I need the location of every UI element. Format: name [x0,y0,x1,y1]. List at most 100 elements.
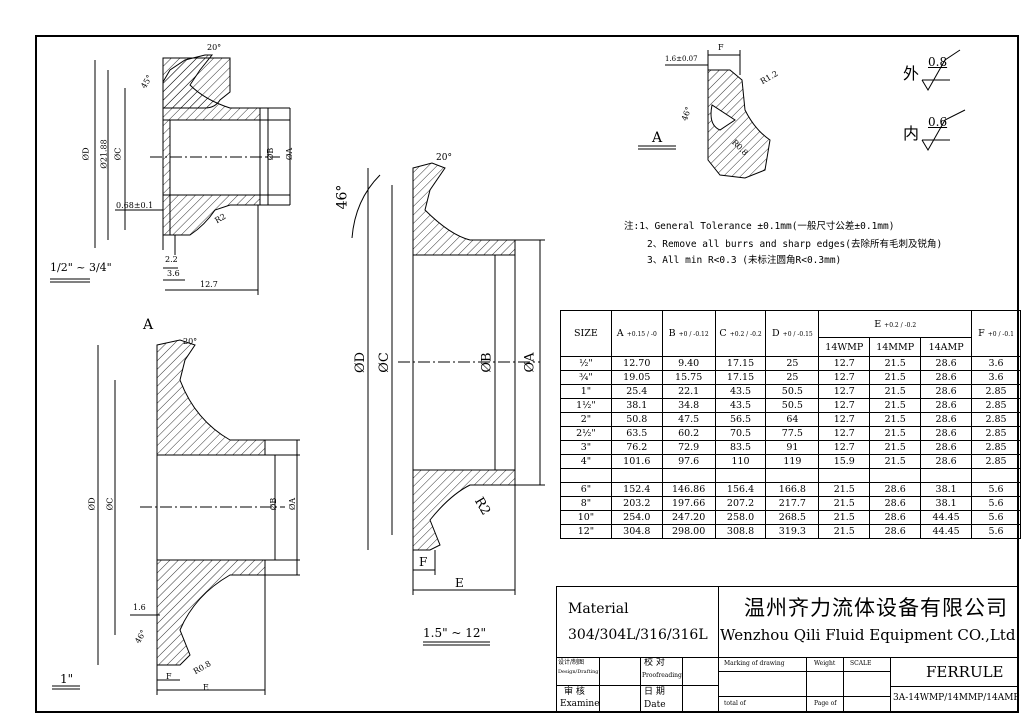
table-cell: 28.6 [920,454,973,469]
table-cell: 2.85 [971,440,1021,455]
table-cell: 28.6 [920,356,973,371]
table-cell: 10" [560,510,612,525]
table-cell: 4" [560,454,612,469]
table-cell: 70.5 [714,426,767,441]
table-cell: 21.5 [869,384,922,399]
table-cell: 15.9 [818,454,871,469]
dim-22-label: 2.2 [165,255,178,264]
table-cell: 146.86 [661,482,716,497]
table-cell: 28.6 [869,496,922,511]
table-cell [920,468,973,483]
angle-20-one-inch: 20° [183,337,198,346]
phi-d-large: ØD [353,351,369,374]
table-cell [971,468,1021,483]
outer-roughness-value: 0.8 [928,55,948,69]
header-f-tol: +0 / -0.1 [987,331,1014,338]
one-inch-ferrule-view [97,339,300,695]
table-cell: 34.8 [661,398,716,413]
table-cell: 2.85 [971,398,1021,413]
table-cell: 22.1 [661,384,716,399]
phi-a-large: ØA [522,352,538,373]
small-ferrule-view [94,54,291,295]
table-cell: 12.7 [818,426,871,441]
header-e-14amp: 14AMP [920,337,973,357]
table-cell: 28.6 [869,510,922,525]
table-cell: 38.1 [920,496,973,511]
table-cell: 2.85 [971,384,1021,399]
header-f-label: F [978,328,985,339]
table-cell: 5.6 [971,496,1021,511]
material-value: 304/304L/316/316L [568,627,708,643]
header-b-label: B [668,328,676,339]
table-cell: 110 [714,454,767,469]
table-cell [560,468,612,483]
material-label: Material [568,601,629,617]
large-ferrule-view [351,162,545,595]
company-name-en: Wenzhou Qili Fluid Equipment CO.,Ltd [720,626,1016,644]
angle-20-large: 20° [436,153,452,163]
header-size: SIZE [560,310,612,357]
table-cell [661,468,716,483]
table-cell: 28.6 [920,412,973,427]
header-d: D +0 / -0.15 [765,310,820,357]
table-cell: 308.8 [714,524,767,539]
table-cell: 21.5 [818,496,871,511]
table-cell: 28.6 [869,524,922,539]
angle-20-label: 20° [207,43,222,52]
phi-b-small: ØB [266,147,276,161]
table-cell: 9.40 [661,356,716,371]
header-c-tol: +0.2 / -0.2 [729,331,762,338]
table-cell: 12.7 [818,412,871,427]
table-cell: 2.85 [971,454,1021,469]
phi-b-large: ØB [479,352,495,373]
header-a-tol: +0.15 / -0 [626,331,657,338]
table-cell: 21.5 [818,524,871,539]
dim-127-label: 12.7 [200,280,218,289]
table-cell: 21.5 [869,370,922,385]
table-cell: ½" [560,356,612,371]
header-e-14wmp: 14WMP [818,337,871,357]
phi-c-one-inch: ØC [105,497,115,511]
dim-16-tol-label: 1.6±0.07 [665,55,698,63]
table-cell: 12.70 [610,356,663,371]
table-cell: 5.6 [971,510,1021,525]
table-cell [714,468,767,483]
table-cell: 21.5 [818,482,871,497]
phi-2188-label: Ø21.88 [99,139,109,169]
table-cell: 21.5 [869,412,922,427]
proof-label-cn: 校 对 [644,658,665,668]
table-cell: 217.7 [765,496,820,511]
table-cell: 197.66 [661,496,716,511]
table-cell: 3.6 [971,370,1021,385]
table-cell: 298.00 [661,524,716,539]
table-cell: 21.5 [869,440,922,455]
detail-a-right-label: A [652,130,663,146]
table-cell: 101.6 [610,454,663,469]
table-cell: 19.05 [610,370,663,385]
roughness-symbols [921,49,966,151]
table-row [560,468,1021,483]
table-cell: 254.0 [610,510,663,525]
label-underlines [50,278,490,690]
dimension-table: SIZE A +0.15 / -0 B +0 / -0.12 C +0.2 / … [560,310,1021,539]
table-cell: 28.6 [920,440,973,455]
header-e: E +0.2 / -0.2 [818,310,973,338]
header-b-tol: +0 / -0.12 [678,331,709,338]
table-cell: 72.9 [661,440,716,455]
table-cell: 56.5 [714,412,767,427]
total-label: total of [724,700,746,707]
dim-16-label: 1.6 [133,603,146,612]
f-large: F [419,555,428,569]
table-cell: 12.7 [818,384,871,399]
header-e-14mmp: 14MMP [869,337,922,357]
table-cell: 38.1 [610,398,663,413]
exam-label-cn: 审 核 [564,687,585,697]
table-cell: 28.6 [920,426,973,441]
